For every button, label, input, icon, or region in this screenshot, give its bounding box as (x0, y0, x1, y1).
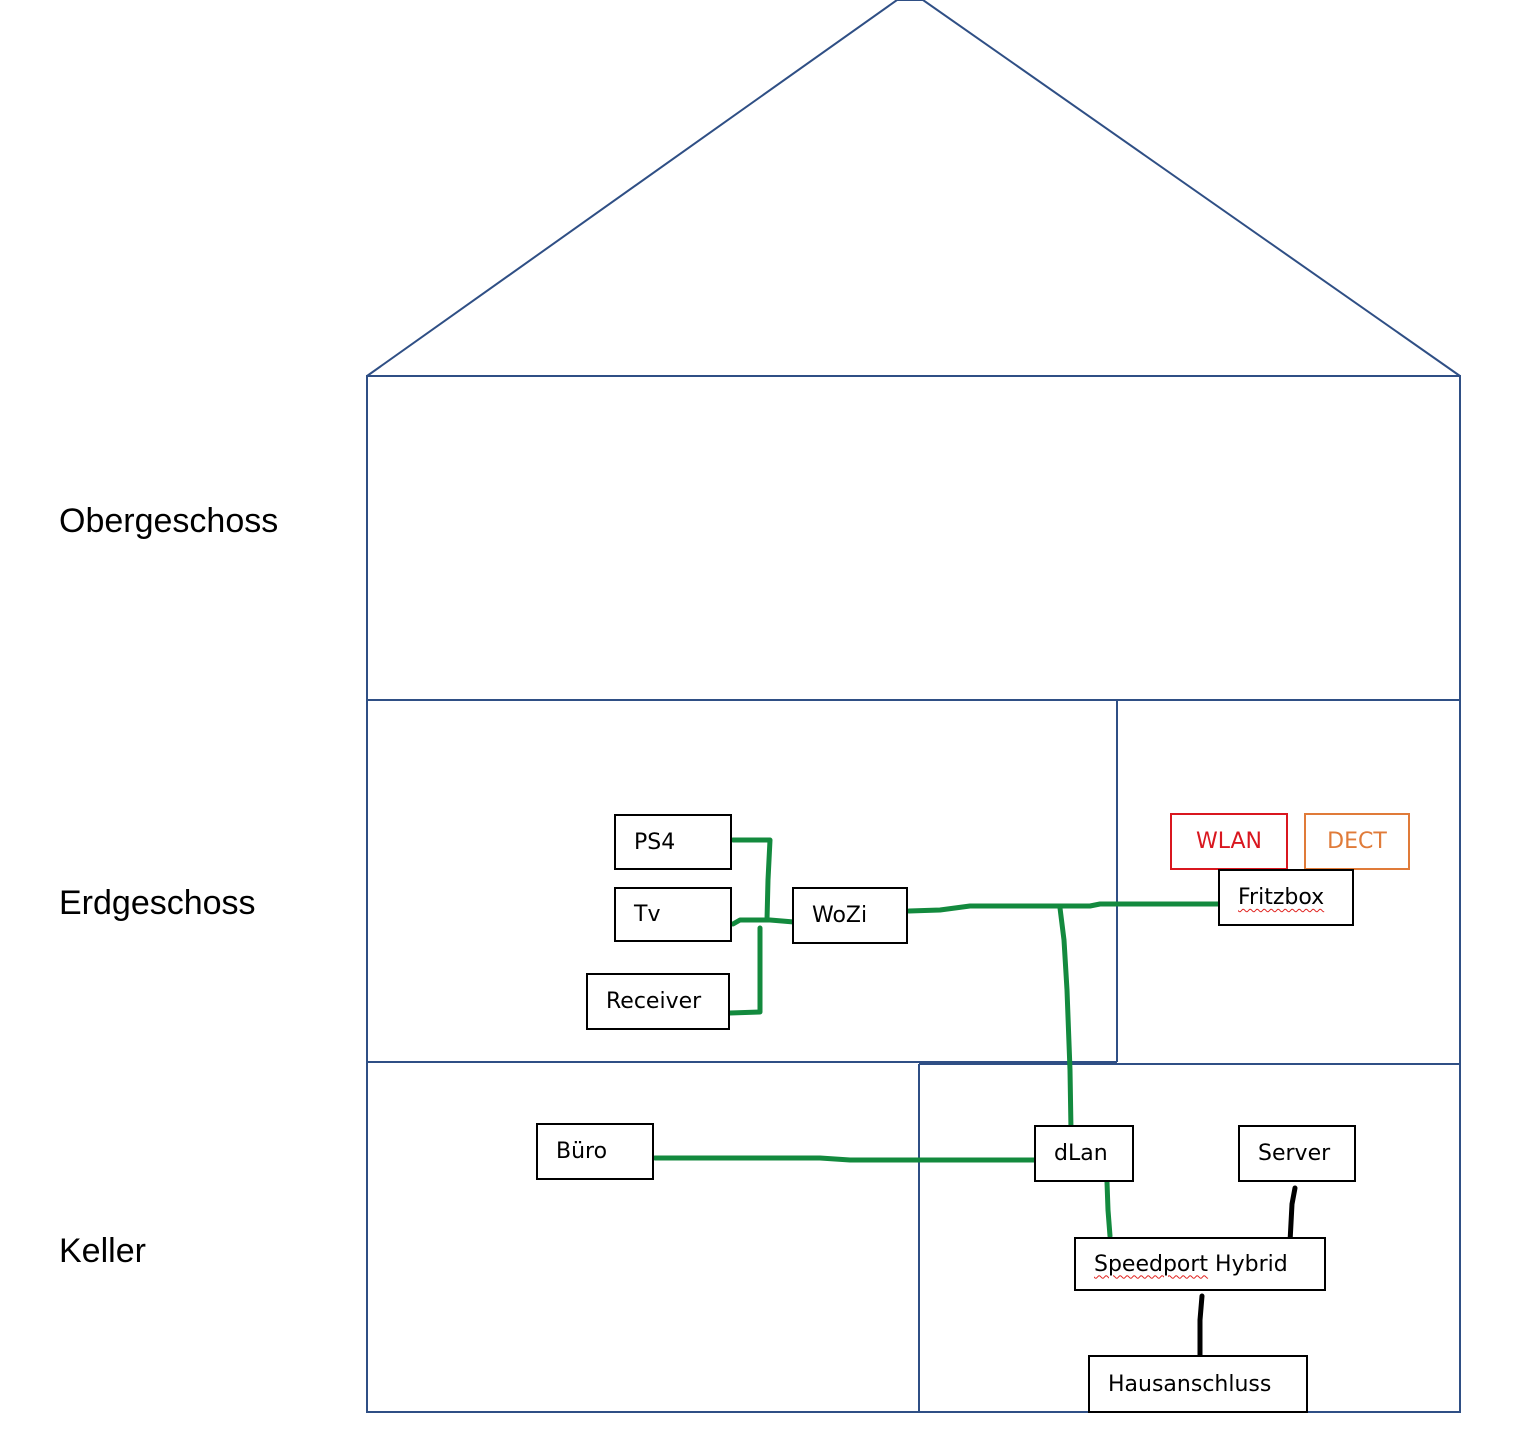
floor-label-obergeschoss: Obergeschoss (59, 502, 279, 540)
node-buero-label: Büro (556, 1139, 608, 1164)
node-speedport-hybrid: Speedport Hybrid (1074, 1237, 1326, 1291)
node-receiver: Receiver (586, 973, 730, 1030)
node-wozi: WoZi (792, 887, 908, 944)
cable-dlan-speedport (1104, 1179, 1113, 1239)
node-server-label: Server (1258, 1141, 1331, 1166)
roof (366, 0, 1461, 377)
cable-wozi-dlan (1057, 905, 1074, 1133)
node-ps4-label: PS4 (634, 829, 676, 855)
floor-label-erdgeschoss: Erdgeschoss (59, 884, 256, 922)
cable-server-speedport (1287, 1185, 1298, 1245)
node-server: Server (1238, 1125, 1356, 1182)
node-wozi-label: WoZi (812, 903, 868, 928)
node-hausanschluss-label: Hausanschluss (1108, 1371, 1272, 1397)
cable-ps4-wozi (730, 837, 773, 923)
house-outline (366, 375, 1461, 1413)
node-buero: Büro (536, 1123, 654, 1180)
cable-tv-wozi (730, 917, 797, 927)
cable-speedport-hausanschluss (1197, 1293, 1205, 1360)
node-dlan: dLan (1034, 1125, 1134, 1182)
node-ps4: PS4 (614, 814, 732, 870)
node-wlan: WLAN (1170, 813, 1288, 870)
node-dect-label: DECT (1327, 829, 1387, 854)
cable-receiver-wozi (727, 925, 763, 1016)
node-dect: DECT (1304, 813, 1410, 870)
node-tv-label: Tv (634, 902, 661, 927)
cable-wozi-fritzbox (906, 901, 1221, 914)
cable-buero-dlan (652, 1155, 1043, 1163)
node-fritzbox: Fritzbox (1218, 869, 1354, 926)
node-hausanschluss: Hausanschluss (1088, 1355, 1308, 1413)
node-wlan-label: WLAN (1195, 829, 1263, 854)
node-speedport-label-a: Speedport (1094, 1251, 1209, 1277)
node-receiver-label: Receiver (606, 989, 702, 1014)
node-tv: Tv (614, 887, 732, 942)
node-speedport-label-b: Hybrid (1208, 1251, 1288, 1277)
node-dlan-label: dLan (1054, 1141, 1108, 1166)
node-fritzbox-label: Fritzbox (1238, 885, 1325, 910)
floor-label-keller: Keller (59, 1232, 146, 1270)
